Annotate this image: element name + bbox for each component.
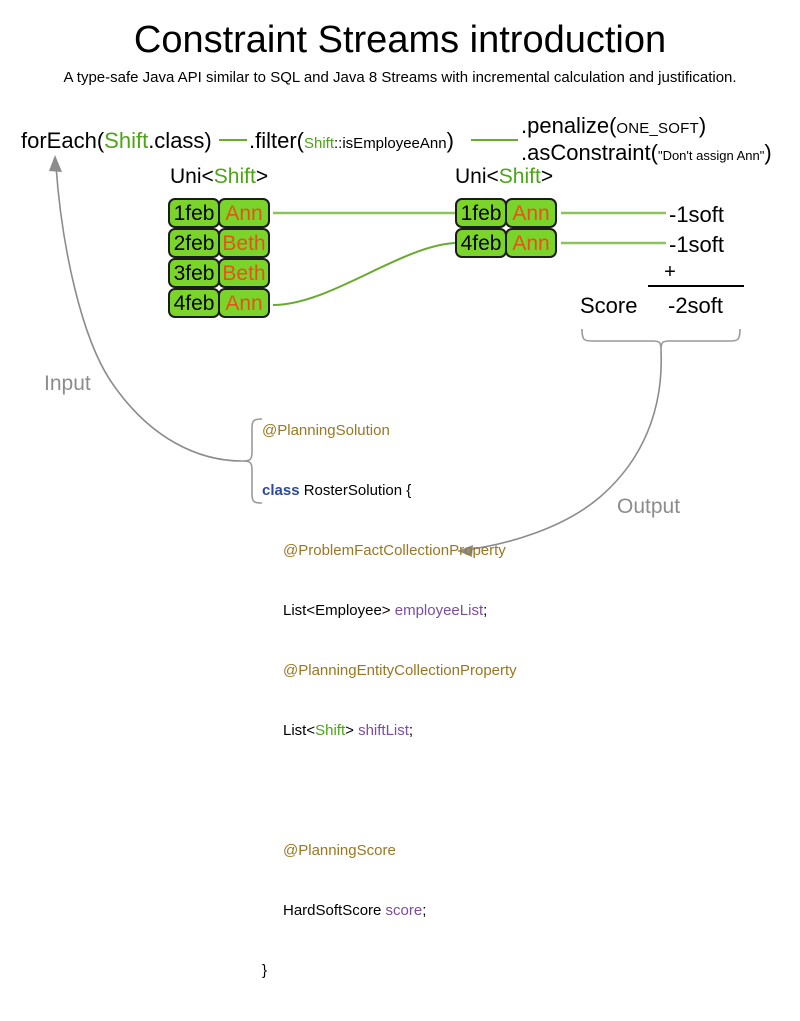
- score-label: Score: [580, 293, 638, 318]
- shift-date: 3feb: [168, 258, 220, 288]
- uni-left-suffix: >: [255, 165, 269, 188]
- uni-right-suffix: >: [540, 165, 554, 188]
- slide-canvas: Constraint Streams introduction A type-s…: [21, 19, 772, 979]
- employee-list-type: List<Employee>: [283, 602, 395, 619]
- code-line-class-declaration: class RosterSolution {: [262, 481, 517, 501]
- uni-label-right: Uni<Shift>: [455, 165, 553, 189]
- code-line-shift-list: List<Shift> shiftList;: [262, 721, 517, 741]
- as-constraint-suffix: ): [764, 140, 772, 165]
- filter-expression: .filter(Shift::isEmployeeAnn): [249, 128, 454, 157]
- shift-list-field: shiftList: [358, 722, 409, 739]
- class-name: RosterSolution {: [299, 482, 412, 499]
- table-row: 1feb Ann: [455, 198, 557, 228]
- stream-link-4feb: [272, 242, 456, 306]
- code-line-annotation-planning-entity: @PlanningEntityCollectionProperty: [262, 661, 517, 681]
- page-title: Constraint Streams introduction: [133, 19, 667, 61]
- as-constraint-arg: "Don't assign Ann": [657, 148, 765, 163]
- code-line-employee-list: List<Employee> employeeList;: [262, 601, 517, 621]
- shift-date: 1feb: [168, 198, 220, 228]
- shift-employee: Ann: [218, 198, 270, 228]
- annotation-planning-solution: @PlanningSolution: [262, 422, 390, 439]
- penalize-arg: ONE_SOFT: [616, 120, 699, 137]
- code-line-blank: [262, 781, 517, 801]
- shift-date: 2feb: [168, 228, 220, 258]
- input-label: Input: [44, 372, 91, 395]
- score-field-semicolon: ;: [422, 902, 427, 919]
- foreach-suffix: .class): [148, 128, 212, 153]
- table-row: 3feb Beth: [168, 258, 270, 288]
- penalize-prefix: .penalize(: [521, 113, 617, 138]
- annotation-planning-score: @PlanningScore: [283, 842, 396, 859]
- penalize-expression: .penalize(ONE_SOFT): [521, 113, 706, 142]
- code-line-annotation-planning-score: @PlanningScore: [262, 841, 517, 861]
- shift-list-type-close: >: [345, 722, 359, 739]
- shift-employee: Ann: [505, 198, 557, 228]
- sum-divider: [648, 285, 744, 287]
- keyword-class: class: [262, 482, 300, 499]
- shift-list-semicolon: ;: [408, 722, 414, 739]
- shift-list-type: Shift: [315, 722, 346, 739]
- employee-list-semicolon: ;: [483, 602, 488, 619]
- uni-left-type: Shift: [213, 165, 256, 188]
- table-row: 2feb Beth: [168, 228, 270, 258]
- filter-suffix: ): [446, 128, 454, 153]
- as-constraint-prefix: .asConstraint(: [521, 140, 658, 165]
- sum-operator: +: [664, 261, 676, 283]
- page-subtitle: A type-safe Java API similar to SQL and …: [63, 69, 737, 86]
- shift-employee: Beth: [218, 228, 270, 258]
- foreach-type: Shift: [104, 128, 149, 153]
- annotation-problem-fact-collection-property: @ProblemFactCollectionProperty: [283, 542, 506, 559]
- code-fields-brace: [241, 418, 263, 504]
- shift-list-type-open: List<: [283, 722, 316, 739]
- shift-employee: Beth: [218, 258, 270, 288]
- table-row: 4feb Ann: [455, 228, 557, 258]
- filter-type: Shift: [304, 135, 335, 152]
- score-total: -2soft: [668, 293, 724, 318]
- penalty-value-1: -1soft: [669, 202, 725, 227]
- foreach-prefix: forEach(: [21, 128, 105, 153]
- penalty-value-2: -1soft: [669, 232, 725, 257]
- score-field-name: score: [385, 902, 423, 919]
- penalize-suffix: ): [698, 113, 707, 138]
- code-line-annotation-planning-solution: @PlanningSolution: [262, 421, 517, 441]
- shift-employee: Ann: [505, 228, 557, 258]
- annotation-planning-entity-collection-property: @PlanningEntityCollectionProperty: [283, 662, 517, 679]
- shift-date: 4feb: [455, 228, 507, 258]
- foreach-expression: forEach(Shift.class): [21, 128, 212, 154]
- shift-date: 4feb: [168, 288, 220, 318]
- output-label: Output: [617, 495, 681, 518]
- uni-right-prefix: Uni<: [455, 165, 499, 188]
- uni-right-type: Shift: [498, 165, 541, 188]
- table-row: 1feb Ann: [168, 198, 270, 228]
- closing-brace: }: [262, 962, 268, 979]
- code-line-annotation-problem-fact: @ProblemFactCollectionProperty: [262, 541, 517, 561]
- filter-method: ::isEmployeeAnn: [334, 135, 447, 152]
- shift-employee: Ann: [218, 288, 270, 318]
- employee-list-field: employeeList: [394, 602, 484, 619]
- uni-left-prefix: Uni<: [170, 165, 214, 188]
- filter-prefix: .filter(: [249, 128, 304, 153]
- code-line-closing-brace: }: [262, 961, 517, 981]
- as-constraint-expression: .asConstraint("Don't assign Ann"): [521, 140, 772, 169]
- shift-date: 1feb: [455, 198, 507, 228]
- table-row: 4feb Ann: [168, 288, 270, 318]
- uni-label-left: Uni<Shift>: [170, 165, 268, 189]
- score-brace: [581, 328, 741, 352]
- score-field-type: HardSoftScore: [283, 902, 386, 919]
- code-line-score-field: HardSoftScore score;: [262, 901, 517, 921]
- input-arrowhead: [49, 155, 62, 172]
- code-block: @PlanningSolution class RosterSolution {…: [262, 381, 517, 1021]
